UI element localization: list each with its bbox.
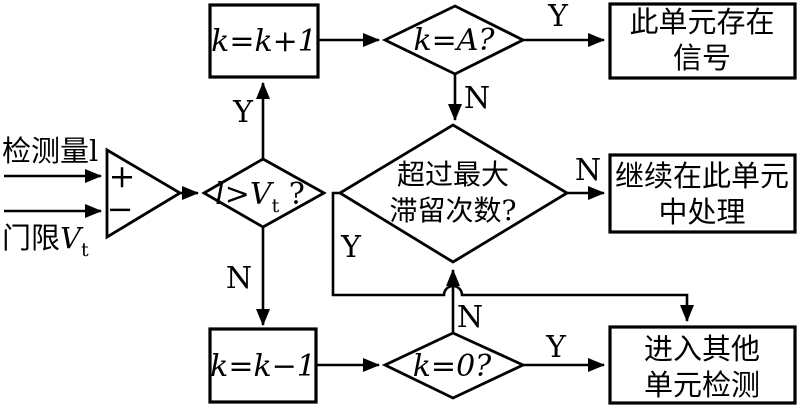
comparator-plus-sign: + xyxy=(109,157,136,195)
result-continue-line2: 中处理 xyxy=(658,195,745,229)
comparator-triangle xyxy=(105,147,183,240)
decision-dwell-line2: 滞留次数? xyxy=(389,194,516,227)
label-kA-yes: Y xyxy=(547,0,569,34)
decision-dwell-line1: 超过最大 xyxy=(397,158,509,191)
result-signal-line2: 信号 xyxy=(673,41,731,75)
label-input-threshold: 门限Vt xyxy=(2,221,89,261)
decision-kA-text: k=A? xyxy=(413,23,495,58)
result-other-line1: 进入其他 xyxy=(644,332,760,366)
process-increment-text: k=k+1 xyxy=(211,24,317,59)
label-dwell-yes: Y xyxy=(340,230,362,265)
process-box-decrement xyxy=(208,327,318,404)
label-dwell-no: N xyxy=(575,153,601,188)
label-k0-yes: Y xyxy=(545,330,567,365)
decision-compare-threshold xyxy=(201,157,327,229)
process-box-increment xyxy=(208,3,320,79)
result-other-line2: 单元检测 xyxy=(644,368,760,402)
result-box-continue xyxy=(608,153,797,234)
decision-compare-text: l>Vt ? xyxy=(215,177,305,217)
label-compare-no: N xyxy=(226,261,252,296)
decision-k0-text: k=0? xyxy=(413,349,492,384)
result-continue-line1: 继续在此单元 xyxy=(615,159,789,193)
result-box-other-unit xyxy=(608,325,797,405)
label-kA-no: N xyxy=(464,81,490,116)
result-box-signal-present xyxy=(608,2,797,80)
result-signal-line1: 此单元存在 xyxy=(629,5,774,39)
process-decrement-text: k=k−1 xyxy=(210,349,316,384)
label-compare-yes: Y xyxy=(232,95,254,130)
label-k0-no: N xyxy=(457,300,483,335)
comparator-minus-sign: − xyxy=(107,190,134,228)
label-input-detect: 检测量l xyxy=(2,134,98,168)
